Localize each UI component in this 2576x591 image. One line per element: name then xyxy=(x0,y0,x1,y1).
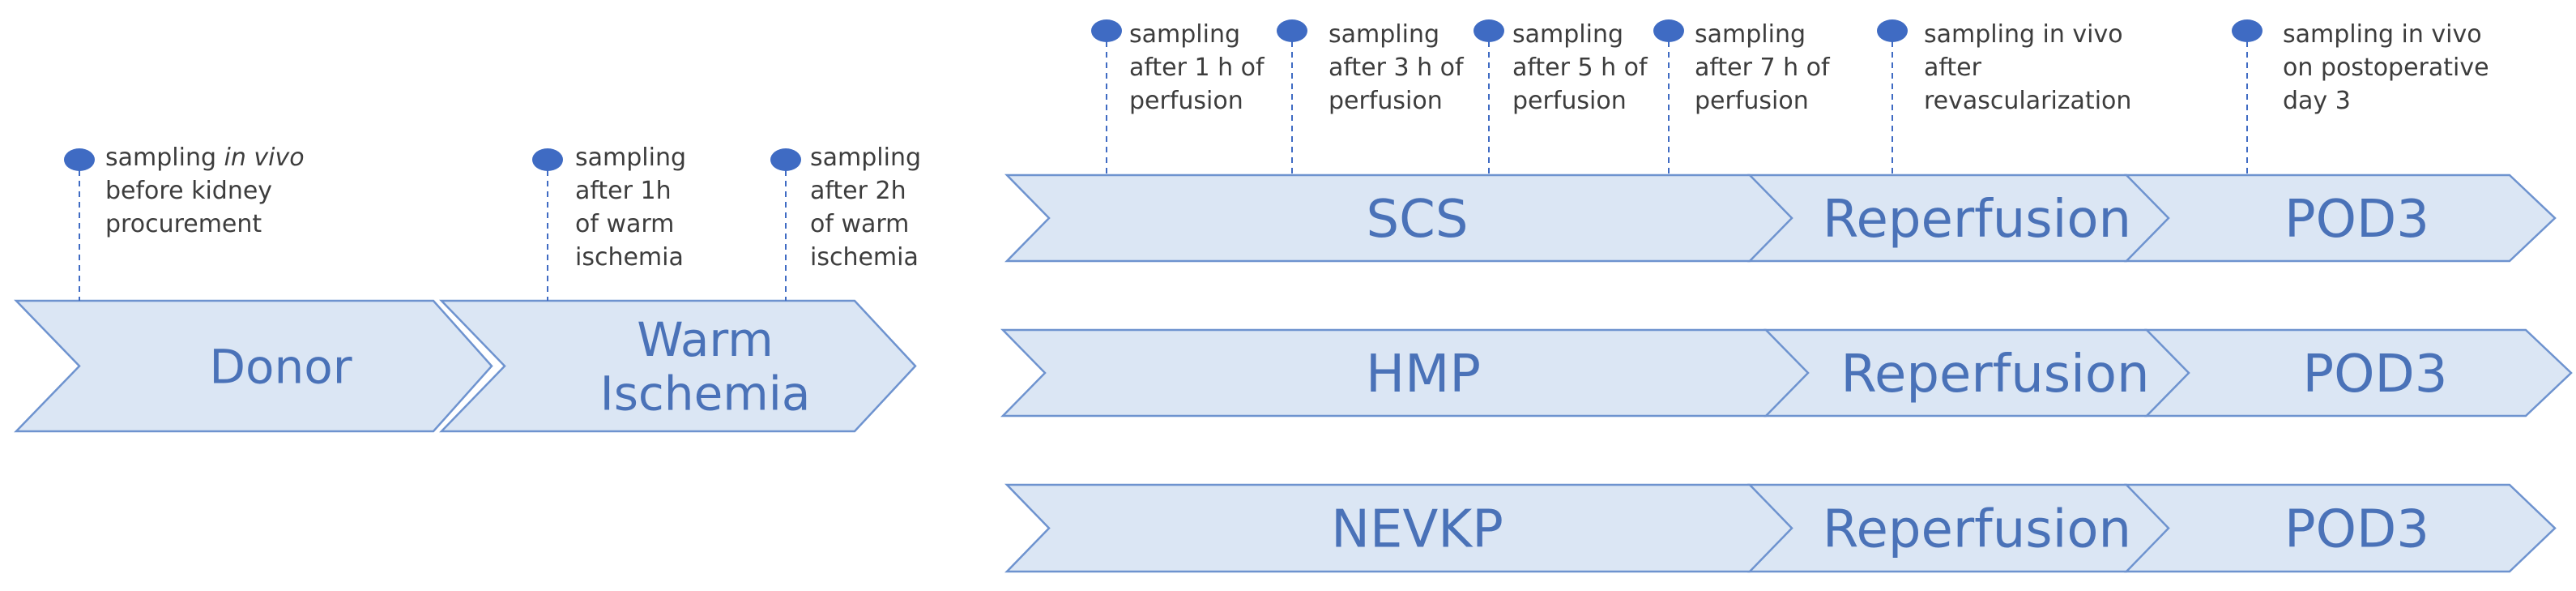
chevron-scs-pod3-label: POD3 xyxy=(2284,190,2429,250)
chevron-nevkp-pod3-shape xyxy=(2124,483,2557,573)
left-marker-2-dot xyxy=(532,148,563,171)
chevron-scs-scs: SCS xyxy=(1004,173,1797,263)
left-marker-1-text-line: procurement xyxy=(105,210,262,238)
chevron-nevkp-nevkp-label: NEVKP xyxy=(1331,500,1503,560)
right-marker-5-text-line: revascularization xyxy=(1924,87,2131,115)
right-marker-5-dot xyxy=(1877,19,1908,42)
chevron-hmp-hmp: HMP xyxy=(1000,328,1813,418)
left-marker-1: sampling in vivo before kidney procurement xyxy=(64,143,305,301)
row-scs: SCS Reperfusion POD3 xyxy=(1004,173,2557,263)
left-marker-2-text-line: after 1h xyxy=(575,177,672,205)
right-marker-3-dot xyxy=(1474,19,1504,42)
right-marker-1-dot xyxy=(1091,19,1122,42)
right-marker-4-text-line: perfusion xyxy=(1695,87,1809,115)
right-marker-2: sampling after 3 h of perfusion xyxy=(1277,19,1465,175)
right-marker-5-text-line: after xyxy=(1924,54,1982,82)
right-marker-2-text-line: perfusion xyxy=(1329,87,1443,115)
row-hmp: HMP Reperfusion POD3 xyxy=(1000,328,2573,418)
left-marker-3-text-line: of warm xyxy=(810,210,909,238)
right-marker-1-text-line: after 1 h of xyxy=(1129,54,1265,82)
right-marker-4-text-line: after 7 h of xyxy=(1695,54,1831,82)
left-marker-2: sampling after 1h of warm ischemia xyxy=(532,143,686,301)
chevron-donor: Donor xyxy=(14,299,493,433)
right-marker-1-text-line: sampling xyxy=(1129,20,1240,49)
right-marker-4-text-line: sampling xyxy=(1695,20,1806,49)
chevron-nevkp-nevkp: NEVKP xyxy=(1004,483,1797,573)
chevron-scs-scs-label: SCS xyxy=(1367,190,1469,250)
right-marker-2-dot xyxy=(1277,19,1307,42)
right-marker-2-text-line: sampling xyxy=(1329,20,1439,49)
chevron-scs-reperfusion: Reperfusion xyxy=(1747,173,2173,263)
right-marker-2-text-line: after 3 h of xyxy=(1329,54,1465,82)
right-marker-3-text-line: sampling xyxy=(1512,20,1623,49)
chevron-scs-pod3-shape xyxy=(2124,173,2557,263)
chevron-hmp-pod3-label: POD3 xyxy=(2303,345,2448,405)
right-marker-1: sampling after 1 h of perfusion xyxy=(1091,19,1265,175)
chevron-hmp-hmp-label: HMP xyxy=(1366,345,1481,405)
left-marker-3-text-line: after 2h xyxy=(810,177,906,205)
left-marker-1-dot xyxy=(64,148,95,171)
chevron-warm-ischemia-label: Warm xyxy=(637,312,774,367)
chevron-hmp-reperfusion: Reperfusion xyxy=(1764,328,2194,418)
chevron-hmp-pod3-shape xyxy=(2144,328,2573,418)
right-marker-5-text-line: sampling in vivo xyxy=(1924,20,2123,49)
right-marker-3-text-line: after 5 h of xyxy=(1512,54,1648,82)
left-marker-3-dot xyxy=(770,148,801,171)
chevron-donor-label: Donor xyxy=(209,339,352,394)
left-marker-1-text-line: before kidney xyxy=(105,177,272,205)
left-marker-1-text-line: sampling in vivo xyxy=(105,143,305,172)
chevron-nevkp-pod3-label: POD3 xyxy=(2284,500,2429,560)
chevron-nevkp-pod3: POD3 xyxy=(2124,483,2557,573)
right-marker-5: sampling in vivo after revascularization xyxy=(1877,19,2131,175)
right-marker-4-dot xyxy=(1653,19,1684,42)
row-nevkp: NEVKP Reperfusion POD3 xyxy=(1004,483,2557,573)
right-marker-6-text-line: day 3 xyxy=(2283,87,2351,115)
chevron-hmp-reperfusion-label: Reperfusion xyxy=(1840,345,2149,405)
right-marker-6: sampling in vivo on postoperative day 3 xyxy=(2232,19,2489,175)
right-marker-6-text-line: sampling in vivo xyxy=(2283,20,2482,49)
right-marker-1-text-line: perfusion xyxy=(1129,87,1243,115)
chevron-donor-shape xyxy=(14,299,493,433)
left-marker-3-text-line: ischemia xyxy=(810,243,919,272)
right-marker-6-dot xyxy=(2232,19,2263,42)
chevron-nevkp-reperfusion-label: Reperfusion xyxy=(1823,500,2131,560)
chevron-warm-ischemia-label: Ischemia xyxy=(600,366,811,422)
left-marker-2-text-line: ischemia xyxy=(575,243,684,272)
chevron-hmp-pod3: POD3 xyxy=(2144,328,2573,418)
right-marker-3-text-line: perfusion xyxy=(1512,87,1627,115)
chevron-scs-pod3: POD3 xyxy=(2124,173,2557,263)
left-marker-3-text-line: sampling xyxy=(810,143,921,172)
right-marker-4: sampling after 7 h of perfusion xyxy=(1653,19,1831,175)
left-marker-2-text-line: of warm xyxy=(575,210,674,238)
chevron-nevkp-reperfusion: Reperfusion xyxy=(1747,483,2173,573)
chevron-scs-reperfusion-label: Reperfusion xyxy=(1823,190,2131,250)
right-marker-6-text-line: on postoperative xyxy=(2283,54,2489,82)
chevron-warm-ischemia-shape xyxy=(439,299,917,433)
left-marker-3: sampling after 2h of warm ischemia xyxy=(770,143,921,301)
right-marker-3: sampling after 5 h of perfusion xyxy=(1474,19,1648,175)
left-marker-2-text-line: sampling xyxy=(575,143,686,172)
